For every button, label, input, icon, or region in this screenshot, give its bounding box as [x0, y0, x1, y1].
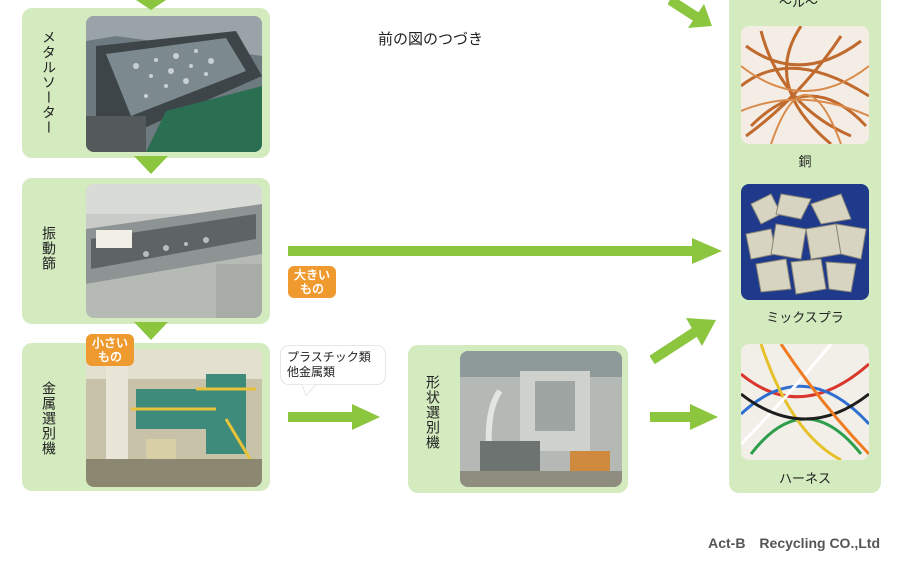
- bubble-text: プラスチック類 他金属類: [287, 350, 371, 379]
- stage-label-vibrating-screen: 振動篩: [40, 226, 56, 271]
- stage-label-shape-separator: 形状選別機: [424, 375, 440, 450]
- badge-large-items: 大きい もの: [288, 266, 336, 298]
- output-label-copper: 銅: [798, 155, 812, 170]
- mix-plastic-photo: [741, 184, 869, 300]
- arrow-to-harness: [650, 404, 718, 430]
- stage-card-metal-separator: 金属選別機: [22, 343, 270, 491]
- down-arrow-1: [134, 156, 168, 174]
- badge-small-text: 小さい もの: [91, 336, 128, 364]
- bubble-tail: [301, 384, 317, 396]
- copper-photo: [741, 26, 869, 144]
- vibrating-screen-photo: [86, 184, 262, 318]
- arrow-to-top-output: [668, 0, 712, 28]
- output-label-harness: ハーネス: [778, 472, 831, 487]
- stage-card-vibrating-screen: 振動篩: [22, 178, 270, 324]
- badge-large-text: 大きい もの: [293, 268, 330, 296]
- arrow-to-shape-separator: [288, 404, 380, 430]
- stage-label-metal-separator: 金属選別機: [40, 381, 56, 456]
- metal-separator-photo: [86, 349, 262, 487]
- continuation-note: 前の図のつづき: [378, 30, 484, 48]
- output-column: 〜ル〜 銅 ミックスプラ: [729, 0, 881, 493]
- stage-card-metal-sorter: メタルソーター: [22, 8, 270, 158]
- harness-photo: [741, 344, 869, 460]
- down-arrow-top: [136, 0, 166, 10]
- stage-card-shape-separator: 形状選別機: [408, 345, 628, 493]
- arrow-to-mix-plastic: [288, 238, 722, 264]
- output-label-mix-plastic: ミックスプラ: [766, 311, 844, 326]
- metal-sorter-photo: [86, 16, 262, 152]
- arrow-to-mix-plastic-diagonal: [650, 318, 716, 364]
- materials-bubble: プラスチック類 他金属類: [281, 346, 385, 384]
- company-name: Act-B Recycling CO.,Ltd: [708, 535, 880, 551]
- top-cut-label: 〜ル〜: [779, 0, 819, 11]
- down-arrow-2: [134, 322, 168, 340]
- shape-separator-photo: [460, 351, 622, 487]
- stage-label-metal-sorter: メタルソーター: [40, 30, 56, 135]
- badge-small-items: 小さい もの: [86, 334, 134, 366]
